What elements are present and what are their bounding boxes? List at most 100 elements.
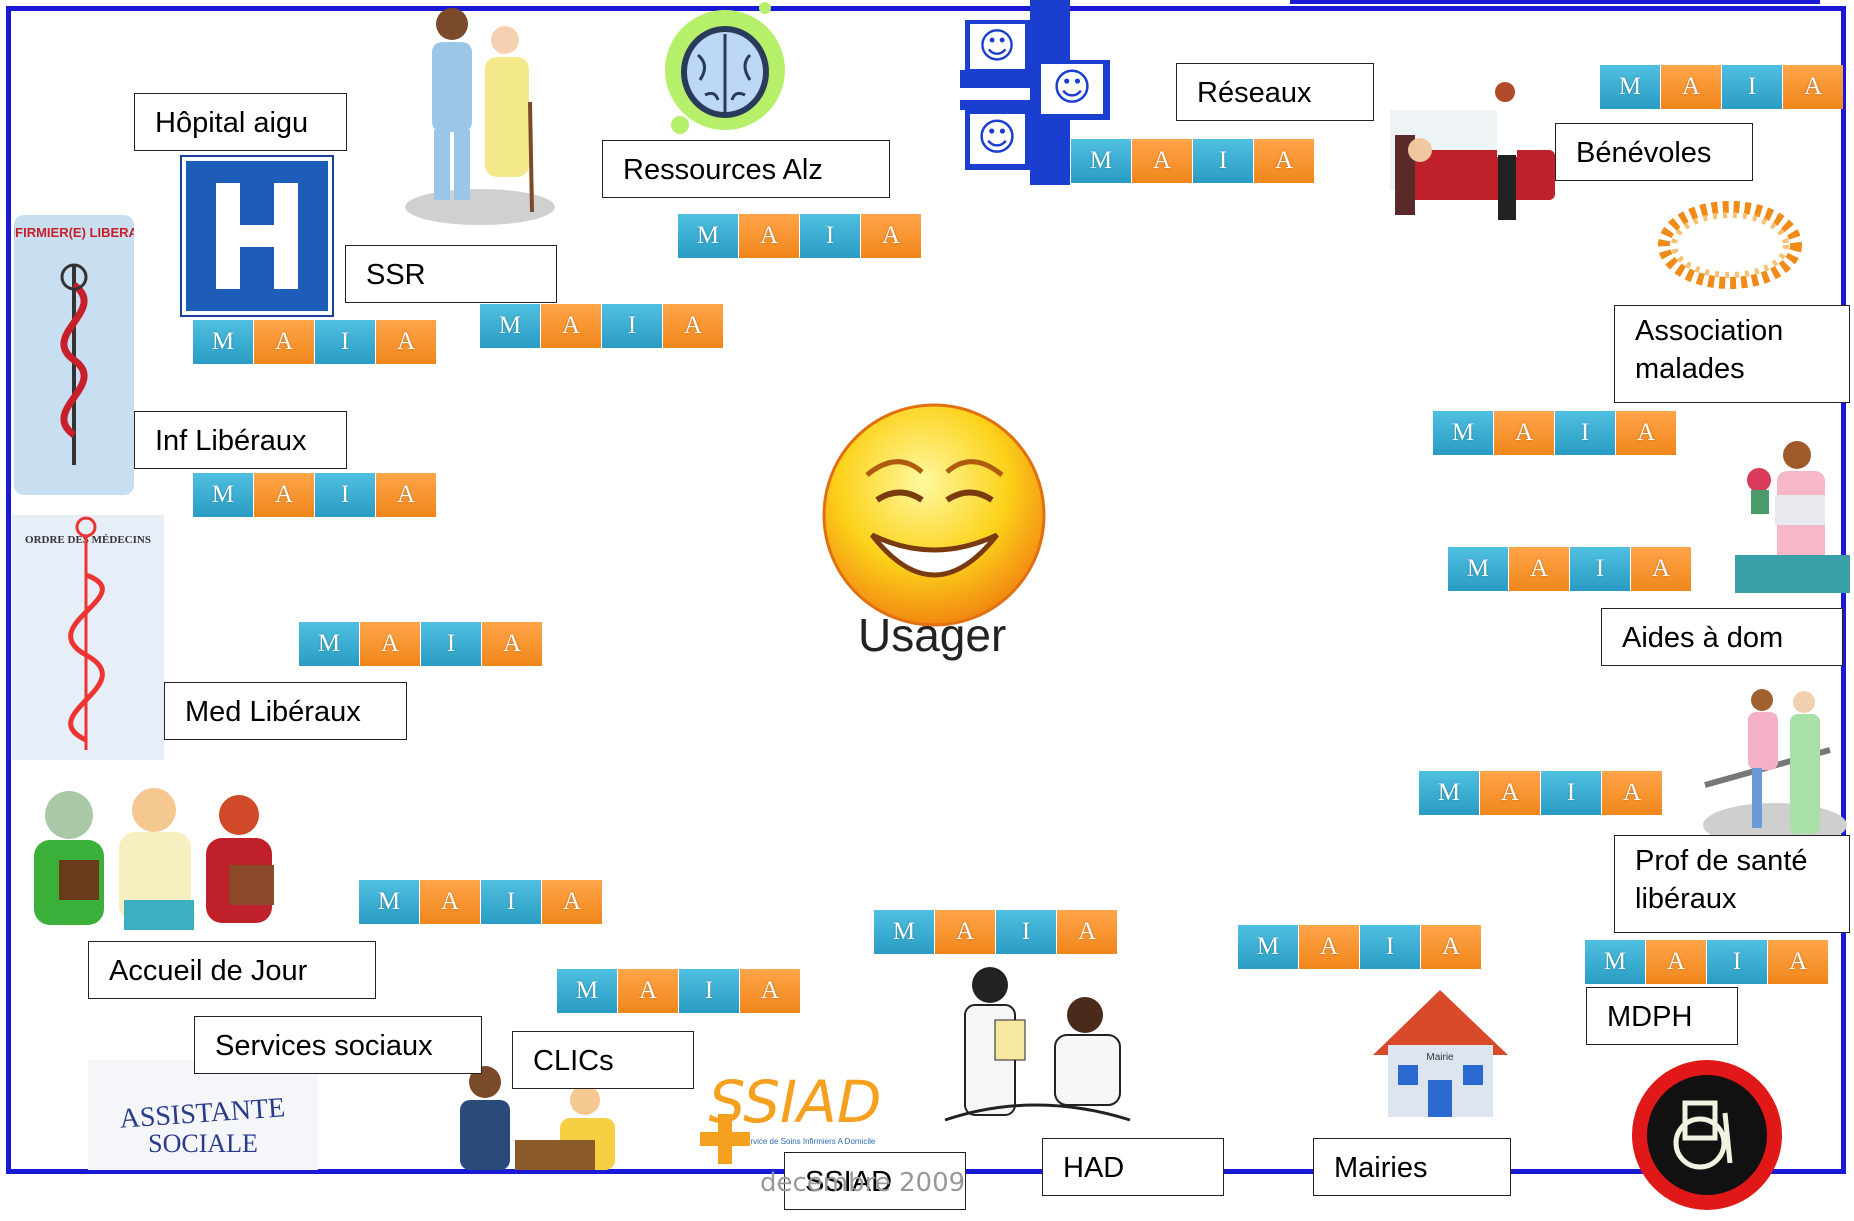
maia-letter: M [1071, 139, 1131, 183]
maia-letter: M [1419, 771, 1479, 815]
people-circle-icon [1658, 201, 1802, 289]
label-hopital: Hôpital aigu [134, 93, 347, 151]
maia-letter: A [861, 214, 921, 258]
maia-letter: M [1600, 65, 1660, 109]
ssiad-logo: SSIAD Service de Soins Infirmiers A Domi… [700, 1068, 882, 1164]
volunteer-bed-clipart [1390, 82, 1555, 220]
label-prof-line2: libéraux [1635, 883, 1737, 915]
maia-letter: M [359, 880, 419, 924]
label-ressources: Ressources Alz [602, 140, 890, 198]
smiley-face-icon [822, 403, 1046, 627]
label-mairies: Mairies [1313, 1138, 1511, 1196]
maia-letter: A [1254, 139, 1314, 183]
label-prof-sante: Prof de santé libéraux [1614, 835, 1850, 933]
maia-letter: A [420, 880, 480, 924]
ordre-logo-text: ORDRE DES MÉDECINS [25, 534, 151, 546]
ordre-medecins-logo: ORDRE DES MÉDECINS [12, 515, 164, 760]
label-clics: CLICs [512, 1031, 694, 1089]
maia-letter: M [1448, 547, 1508, 591]
maia-letter: M [1585, 940, 1645, 984]
maia-letter: A [1602, 771, 1662, 815]
label-prof-line1: Prof de santé [1635, 845, 1808, 877]
maia-letter: I [996, 910, 1056, 954]
label-benevoles: Bénévoles [1555, 123, 1753, 181]
doctor-patient-clipart [944, 967, 1131, 1122]
maia-letter: A [1631, 547, 1691, 591]
label-association-line1: Association [1635, 315, 1784, 347]
label-mdph: MDPH [1586, 987, 1738, 1045]
maia-letter: A [541, 304, 601, 348]
hospital-icon [180, 155, 334, 317]
maia-letter: M [193, 320, 253, 364]
maia-letter: A [376, 473, 436, 517]
maia-letter: M [1238, 925, 1298, 969]
maia-letter: I [1555, 411, 1615, 455]
network-faces-icon: ☺ ☺ ☺ [960, 0, 1110, 185]
maia-letter: M [874, 910, 934, 954]
assistante-text-2: SOCIALE [148, 1129, 258, 1158]
infirmier-logo-text: INFIRMIER(E) LIBERAL [14, 225, 134, 240]
maia-letter: I [602, 304, 662, 348]
label-med-liberaux: Med Libéraux [164, 682, 407, 740]
wheelchair-icon [1632, 1060, 1782, 1210]
maia-letter: M [193, 473, 253, 517]
maia-letter: M [299, 622, 359, 666]
maia-letter: I [315, 320, 375, 364]
maia-letter: A [1616, 411, 1676, 455]
infirmier-logo: INFIRMIER(E) LIBERAL [14, 215, 134, 495]
maia-letter: I [1541, 771, 1601, 815]
maia-letter: A [740, 969, 800, 1013]
maia-letter: A [663, 304, 723, 348]
maia-letter: I [481, 880, 541, 924]
maia-letter: I [315, 473, 375, 517]
ssiad-logo-subtitle: Service de Soins Infirmiers A Domicile [741, 1137, 876, 1146]
maia-letter: I [800, 214, 860, 258]
maia-letter: I [1570, 547, 1630, 591]
maia-letter: A [1057, 910, 1117, 954]
maia-letter: A [739, 214, 799, 258]
label-aides: Aides à dom [1601, 608, 1843, 666]
maia-letter: A [254, 320, 314, 364]
maia-letter: A [1646, 940, 1706, 984]
maia-letter: A [1768, 940, 1828, 984]
maia-letter: A [1494, 411, 1554, 455]
mairie-house-icon: Mairie [1373, 990, 1508, 1117]
svg-text:☺: ☺ [977, 115, 1017, 159]
label-ssiad: SSIAD [784, 1152, 966, 1210]
top-line [1290, 0, 1820, 4]
maia-letter: A [1132, 139, 1192, 183]
maia-letter: A [1509, 547, 1569, 591]
nurse-elderly-clipart [405, 8, 555, 225]
label-accueil: Accueil de Jour [88, 941, 376, 999]
maia-letter: A [1783, 65, 1843, 109]
label-services: Services sociaux [194, 1016, 482, 1074]
maia-letter: M [678, 214, 738, 258]
clic-reception-clipart [460, 1066, 615, 1170]
maia-letter: A [254, 473, 314, 517]
label-ssr: SSR [345, 245, 557, 303]
physio-clipart [1703, 689, 1847, 847]
maia-letter: A [376, 320, 436, 364]
maia-letter: I [421, 622, 481, 666]
maia-letter: I [1193, 139, 1253, 183]
maia-letter: I [679, 969, 739, 1013]
maia-letter: A [1421, 925, 1481, 969]
brain-icon [665, 2, 785, 134]
maia-letter: A [360, 622, 420, 666]
ssiad-logo-text: SSIAD [708, 1068, 881, 1136]
